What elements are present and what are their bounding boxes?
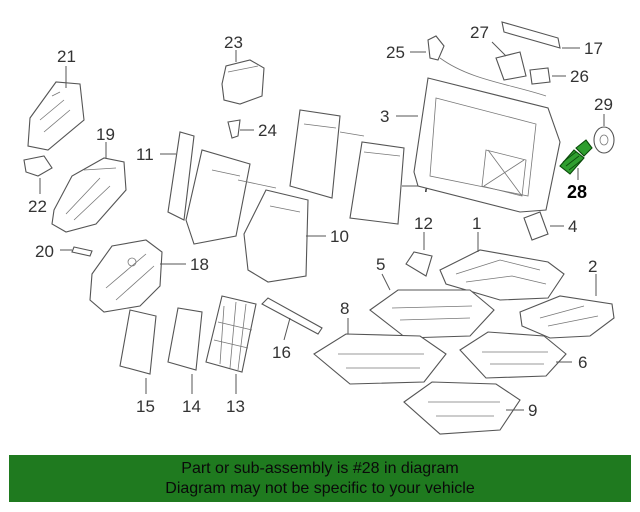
- part-4-bracket[interactable]: [523, 211, 564, 241]
- part-11-strip[interactable]: [160, 131, 195, 221]
- callout-28[interactable]: 28: [567, 182, 587, 202]
- part-28-bolt-highlighted[interactable]: [559, 139, 593, 180]
- parts-diagram: 21 22 19 20 18 11 23 24: [23, 21, 615, 435]
- callout-15[interactable]: 15: [136, 397, 155, 416]
- callout-26[interactable]: 26: [570, 67, 589, 86]
- part-27-bracket[interactable]: [491, 41, 527, 81]
- part-13-mesh-panel[interactable]: [205, 295, 257, 394]
- part-5-cushion[interactable]: [369, 273, 495, 339]
- part-21-bracket[interactable]: [27, 66, 85, 151]
- callout-5[interactable]: 5: [376, 255, 385, 274]
- part-3-frame[interactable]: [396, 77, 561, 213]
- callout-8[interactable]: 8: [340, 299, 349, 318]
- callout-13[interactable]: 13: [226, 397, 245, 416]
- part-24-guide[interactable]: [227, 119, 254, 139]
- info-banner: Part or sub-assembly is #28 in diagram D…: [9, 455, 631, 502]
- part-23-headrest[interactable]: [221, 50, 265, 105]
- banner-line-2: Diagram may not be specific to your vehi…: [165, 480, 475, 497]
- callout-19[interactable]: 19: [96, 125, 115, 144]
- part-29-washer[interactable]: [593, 114, 615, 154]
- part-18-side-trim[interactable]: [89, 239, 186, 313]
- part-9-cushion-pad[interactable]: [403, 381, 524, 435]
- part-2-seat-frame[interactable]: [519, 274, 615, 339]
- callout-6[interactable]: 6: [578, 353, 587, 372]
- part-14-pad[interactable]: [167, 307, 203, 394]
- callout-4[interactable]: 4: [568, 217, 577, 236]
- callout-27[interactable]: 27: [470, 23, 489, 42]
- part-19-side-panel[interactable]: [51, 142, 127, 233]
- callout-23[interactable]: 23: [224, 33, 243, 52]
- part-22-latch[interactable]: [23, 155, 53, 194]
- callout-9[interactable]: 9: [528, 401, 537, 420]
- part-12-latch-cover[interactable]: [405, 232, 433, 277]
- callout-18[interactable]: 18: [190, 255, 209, 274]
- part-7-seatback-pad[interactable]: [289, 109, 418, 225]
- part-25-cable[interactable]: [410, 35, 547, 97]
- part-1-seat-frame[interactable]: [439, 232, 565, 301]
- callout-3[interactable]: 3: [380, 107, 389, 126]
- callout-21[interactable]: 21: [57, 47, 76, 66]
- callout-22[interactable]: 22: [28, 197, 47, 216]
- part-15-pad[interactable]: [119, 309, 157, 394]
- callout-25[interactable]: 25: [386, 43, 405, 62]
- callout-29[interactable]: 29: [594, 95, 613, 114]
- callout-12[interactable]: 12: [414, 214, 433, 233]
- callout-1[interactable]: 1: [472, 214, 481, 233]
- part-10-seatback-pad[interactable]: [185, 149, 326, 283]
- callout-16[interactable]: 16: [272, 343, 291, 362]
- callout-14[interactable]: 14: [182, 397, 201, 416]
- part-26-pad[interactable]: [529, 67, 566, 85]
- part-17-rail[interactable]: [501, 21, 580, 49]
- callout-11[interactable]: 11: [136, 145, 154, 164]
- banner-line-1: Part or sub-assembly is #28 in diagram: [181, 460, 459, 477]
- callout-10[interactable]: 10: [330, 227, 349, 246]
- callout-2[interactable]: 2: [588, 257, 597, 276]
- part-8-cushion-pad[interactable]: [313, 318, 447, 385]
- callout-17[interactable]: 17: [584, 39, 603, 58]
- callout-20[interactable]: 20: [35, 242, 54, 261]
- part-6-cushion[interactable]: [459, 331, 572, 379]
- part-20-clip[interactable]: [60, 246, 93, 257]
- part-16-rail[interactable]: [261, 297, 323, 341]
- callout-24[interactable]: 24: [258, 121, 277, 140]
